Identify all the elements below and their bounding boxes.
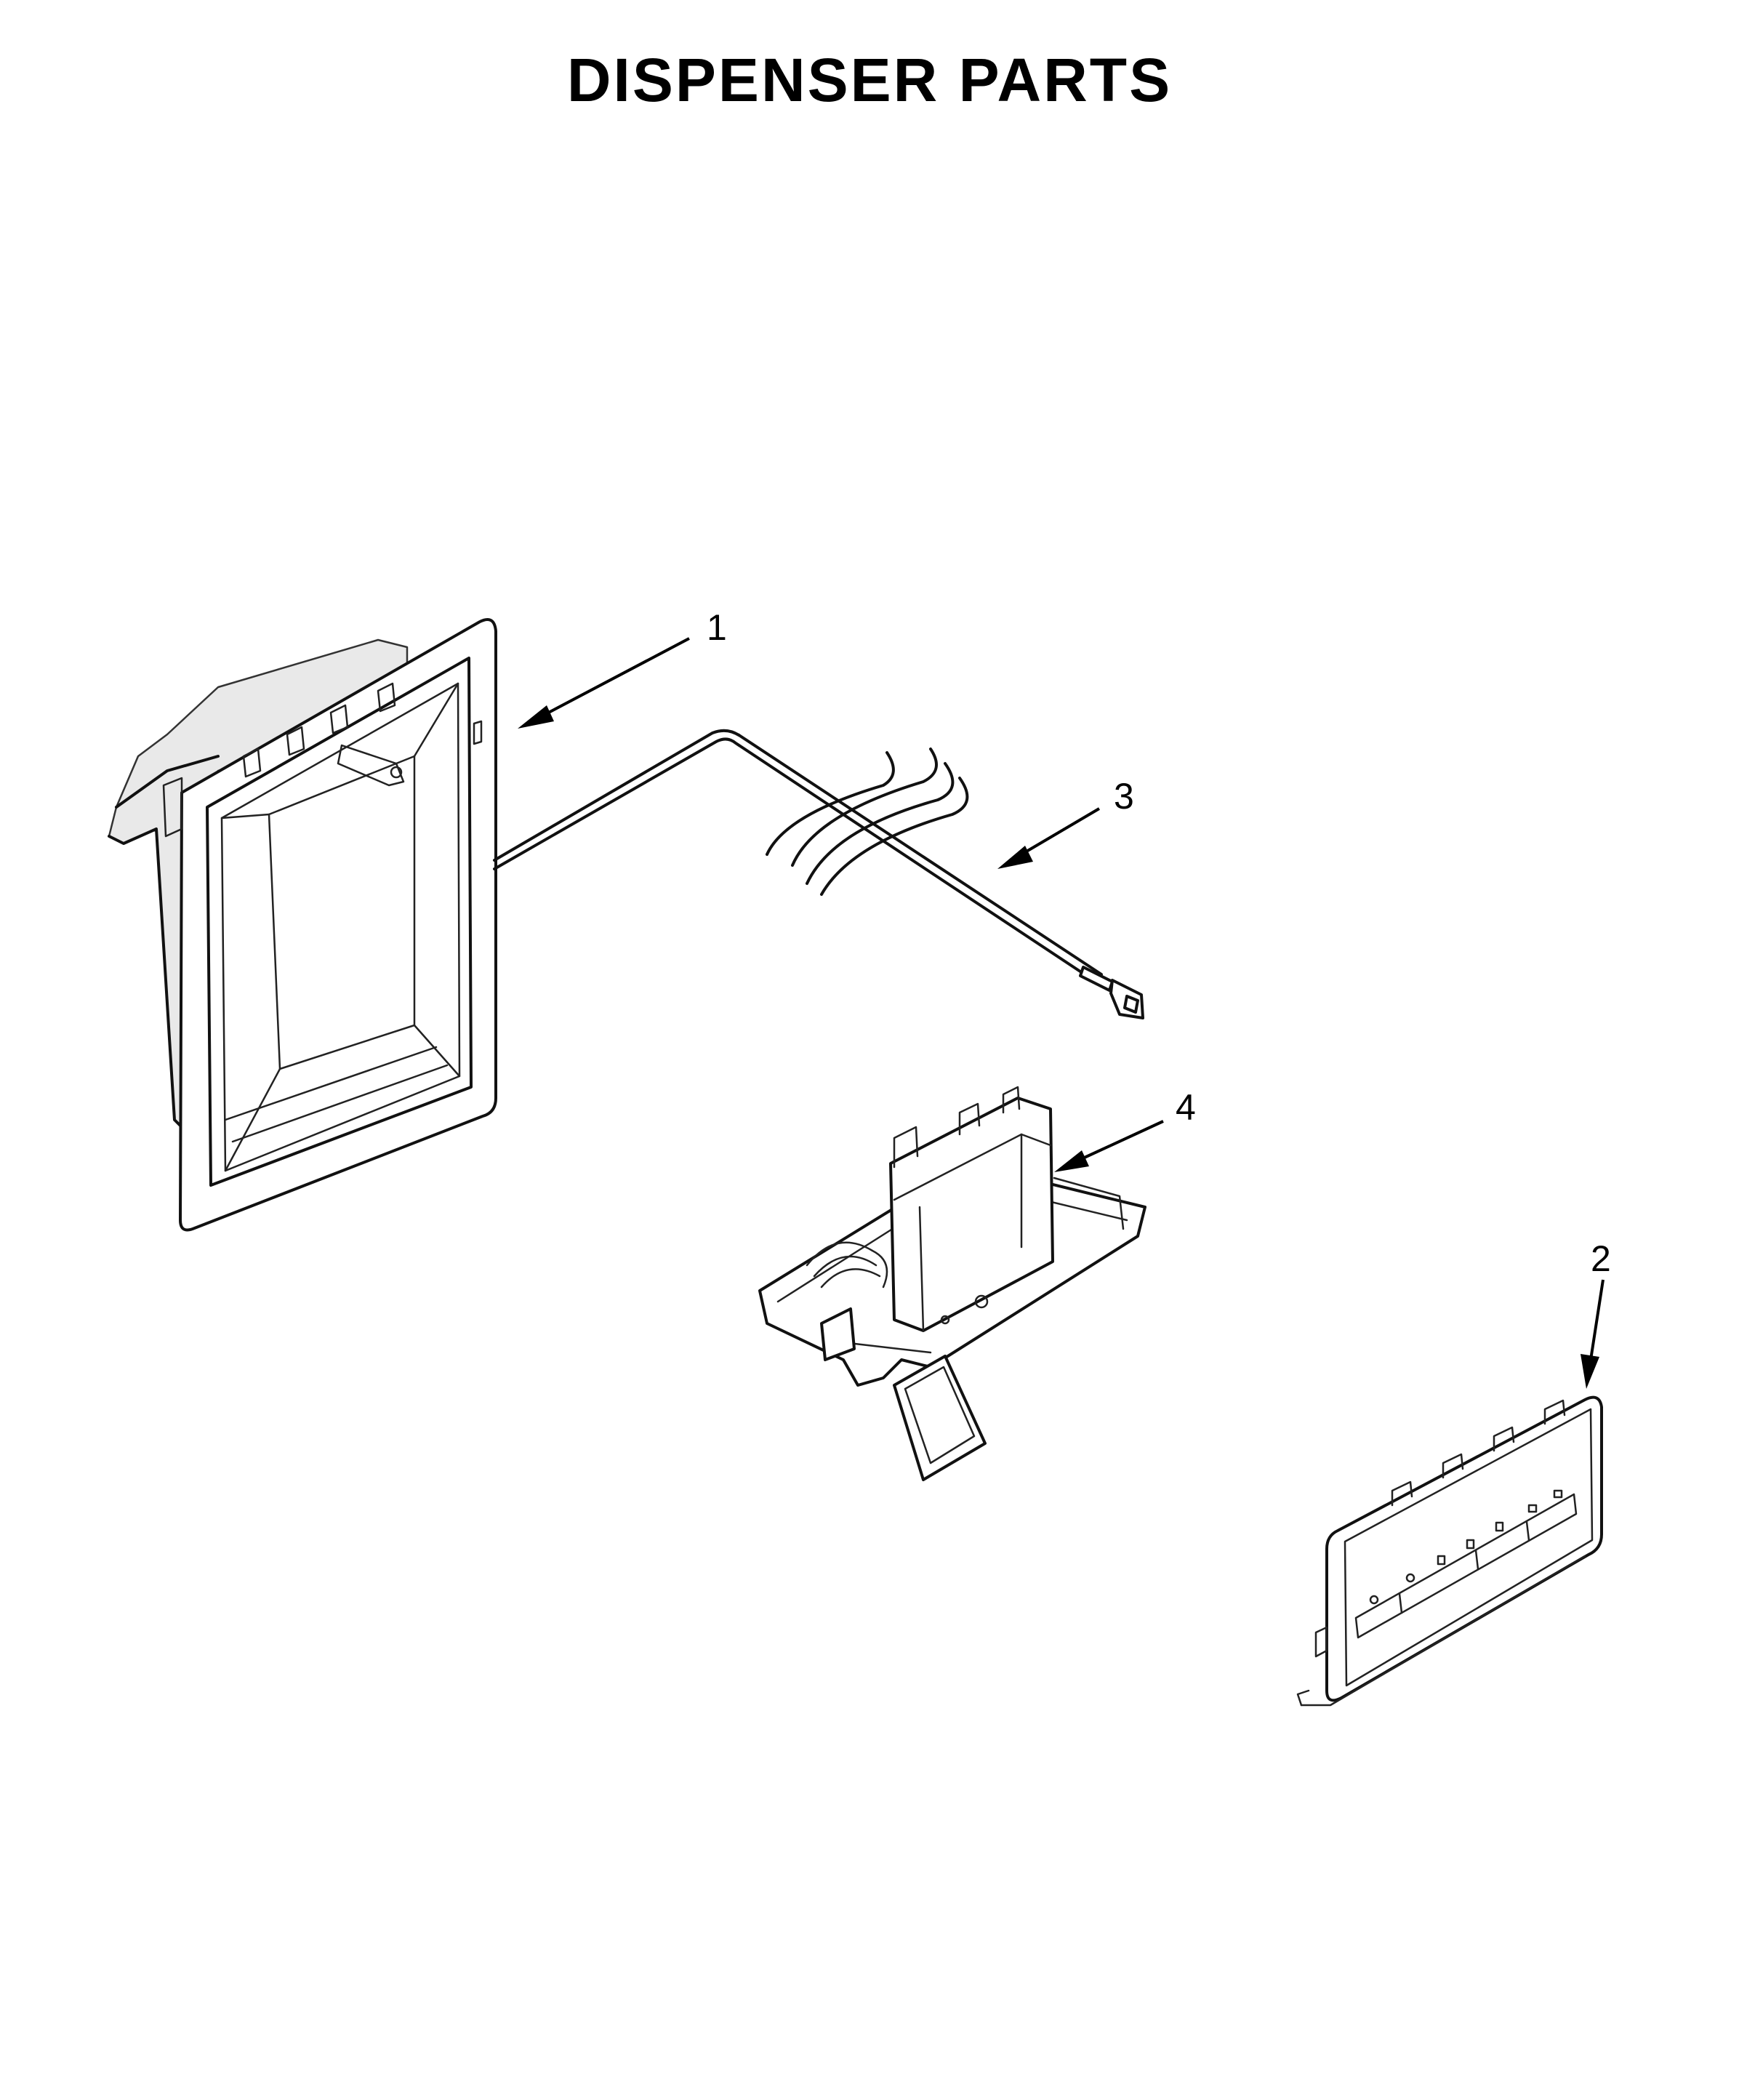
arrow-4-head xyxy=(1054,1150,1089,1172)
arrow-3-head xyxy=(997,846,1033,869)
callout-1-label: 1 xyxy=(707,607,727,648)
callout-4: 4 xyxy=(1054,1087,1196,1172)
callout-2: 2 xyxy=(1581,1238,1611,1389)
part-4-actuator-assembly xyxy=(758,1086,1146,1481)
part-1-dispenser-housing xyxy=(108,618,497,1232)
part-2-control-panel xyxy=(1296,1395,1603,1707)
part-3-water-tube xyxy=(493,729,1144,1019)
page-title: DISPENSER PARTS xyxy=(566,46,1173,114)
callout-1: 1 xyxy=(518,607,727,729)
callout-3: 3 xyxy=(997,776,1134,869)
arrow-2-head xyxy=(1581,1354,1599,1389)
callout-4-label: 4 xyxy=(1176,1087,1196,1128)
callout-3-label: 3 xyxy=(1114,776,1134,817)
arrow-1-head xyxy=(518,705,554,729)
callout-2-label: 2 xyxy=(1591,1238,1611,1279)
